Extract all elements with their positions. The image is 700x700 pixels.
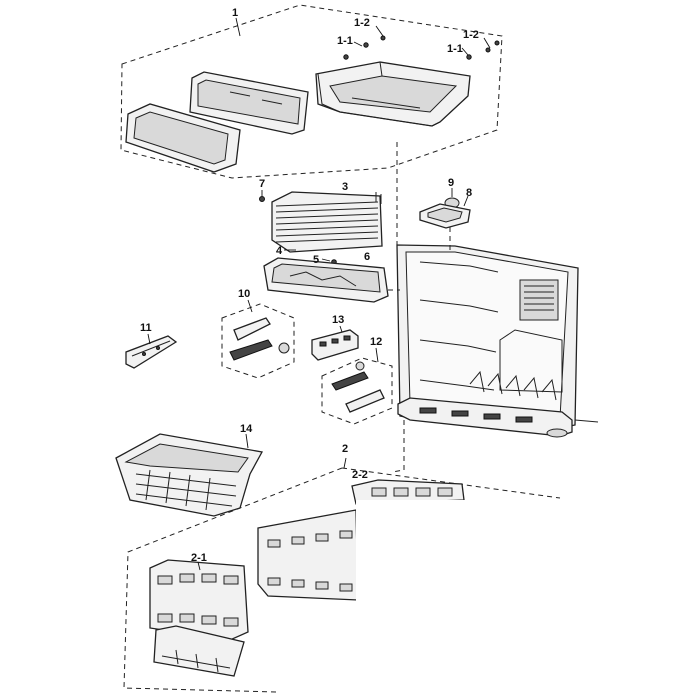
label-5: 5 — [313, 254, 319, 266]
label-1: 1 — [232, 7, 238, 19]
label-8: 8 — [466, 187, 472, 199]
label-1-2-right: 1-2 — [463, 29, 479, 41]
evaporator-fins — [275, 201, 379, 243]
assembly-guide-lines — [388, 142, 451, 473]
bracket-13 — [311, 325, 359, 361]
drawer-assembly-group-1 — [120, 4, 503, 179]
basket-mesh — [135, 469, 237, 511]
screw-7 — [259, 190, 265, 202]
bracket-11 — [125, 333, 178, 369]
label-12: 12 — [370, 336, 382, 348]
door-flap — [153, 625, 245, 677]
door-bin-2-2 — [351, 479, 465, 505]
drawer-front-panel — [125, 103, 241, 173]
door-assembly-group-2 — [123, 457, 561, 693]
label-2-1: 2-1 — [191, 552, 207, 564]
crisper-rails — [469, 370, 557, 401]
door-liner — [257, 509, 359, 601]
label-1-1-left: 1-1 — [337, 35, 353, 47]
drawer-cover — [189, 71, 309, 135]
evaporator-coil — [271, 191, 383, 253]
label-2-2: 2-2 — [352, 469, 368, 481]
blank-region — [356, 500, 700, 700]
hinge-assembly-group-12 — [321, 347, 393, 425]
label-7: 7 — [259, 178, 265, 190]
label-9: 9 — [448, 177, 454, 189]
back-grille-pattern — [524, 285, 554, 311]
label-2: 2 — [342, 443, 348, 455]
label-13: 13 — [332, 314, 344, 326]
label-3: 3 — [342, 181, 348, 193]
label-10: 10 — [238, 288, 250, 300]
screw-set-left — [343, 35, 386, 60]
door-panel-2-1 — [149, 559, 249, 641]
label-14: 14 — [240, 423, 253, 435]
screw-set-right — [466, 40, 500, 60]
freezer-basket — [115, 433, 264, 517]
drawer-box — [315, 61, 471, 127]
drain-tray — [263, 257, 389, 303]
label-11: 11 — [140, 322, 152, 334]
hinge-assembly-group-10 — [221, 299, 295, 379]
label-1-1-right: 1-1 — [447, 43, 463, 55]
label-1-2-left: 1-2 — [354, 17, 370, 29]
label-4: 4 — [276, 245, 283, 257]
refrigerator-cabinet — [396, 244, 599, 438]
callout-labels: 1 1-2 1-1 1-2 1-1 3 7 9 8 4 5 6 10 11 13… — [140, 7, 479, 564]
lamp-assembly — [419, 188, 471, 229]
group-1-dashed-outline — [120, 4, 503, 179]
label-6: 6 — [364, 251, 370, 263]
